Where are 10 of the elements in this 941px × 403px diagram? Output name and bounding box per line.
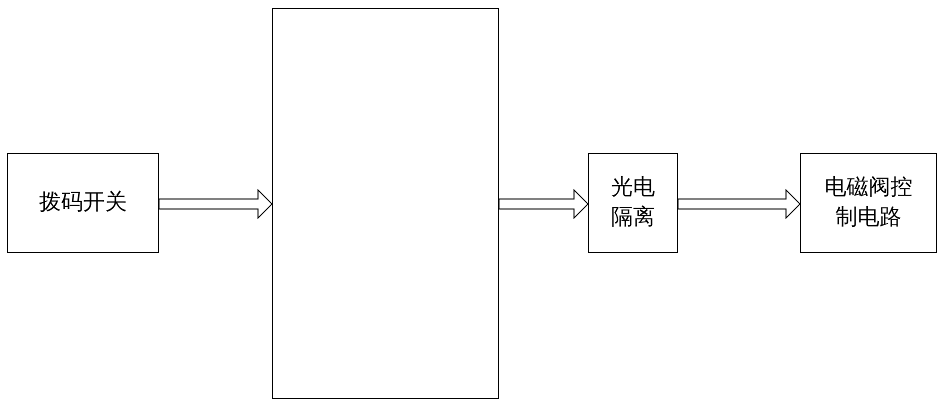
block-arrow [158, 188, 273, 220]
block-label: 光电隔离 [610, 174, 656, 232]
block-arrow [498, 188, 589, 220]
block-box [800, 153, 937, 253]
block-box [588, 153, 678, 253]
block-box [272, 8, 499, 399]
block-arrow [678, 188, 801, 220]
block-box [7, 153, 159, 253]
block-label: 拨码开关 [38, 189, 128, 218]
block-label: 电磁阀控制电路 [824, 174, 914, 232]
